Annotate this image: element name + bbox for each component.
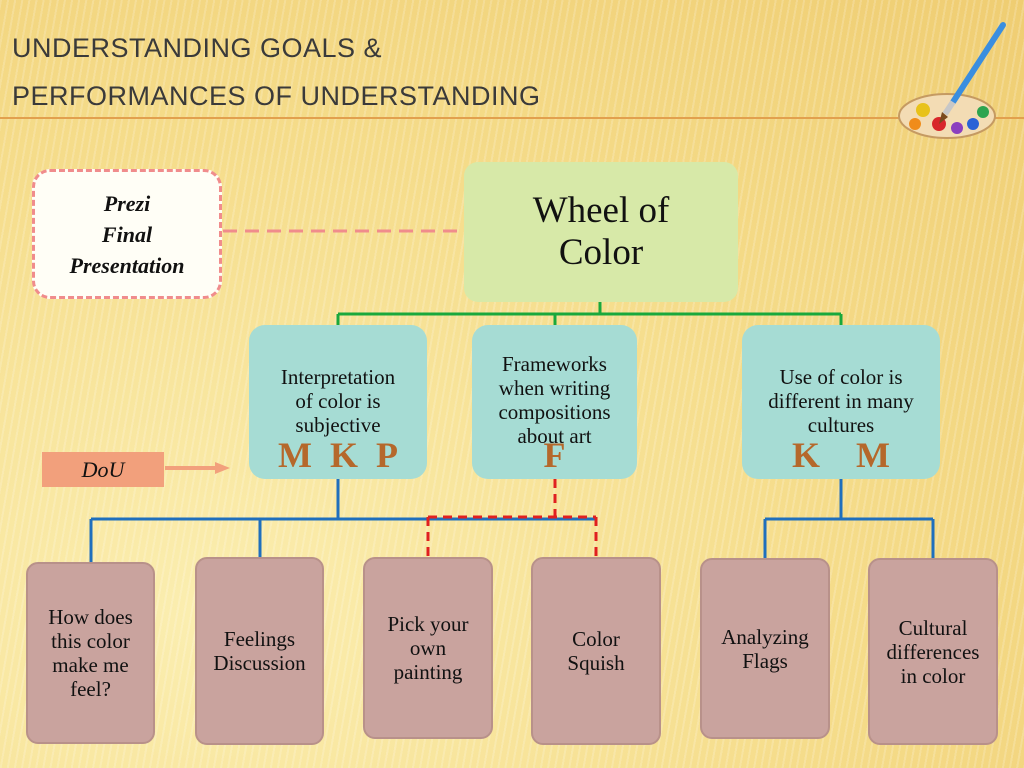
goal-node-1: Interpretation of color is subjective M … [249, 325, 427, 479]
goal-2-tags: F [543, 435, 566, 475]
performance-4-line-2: Squish [567, 651, 625, 675]
performance-node-5: Analyzing Flags [700, 558, 830, 739]
left-goal-connectors [89, 479, 596, 562]
root-line-1: Wheel of [532, 190, 670, 231]
goal-1-line-3: subjective [295, 413, 381, 437]
goal-3-line-3: cultures [807, 413, 875, 437]
dou-label: DoU [42, 452, 164, 487]
root-node-wheel-of-color: Wheel of Color [464, 162, 738, 302]
middle-goal-connectors [426, 479, 598, 557]
goal-1-line-2: of color is [295, 389, 381, 413]
title-line-2: PERFORMANCES OF UNDERSTANDING [12, 81, 541, 111]
performance-node-4: Color Squish [531, 557, 661, 745]
goal-2-line-1: Frameworks [502, 352, 607, 376]
performance-5-line-1: Analyzing [721, 624, 809, 649]
performance-5-line-2: Flags [742, 648, 788, 673]
side-note-line-1: Prezi [103, 190, 151, 216]
performance-3-line-2: own [409, 636, 447, 660]
performance-1-line-3: make me [52, 653, 129, 677]
right-goal-connectors [763, 479, 935, 558]
performance-1-line-4: feel? [70, 677, 111, 701]
goal-node-2: Frameworks when writing compositions abo… [472, 325, 637, 479]
paint-palette-icon [898, 22, 1006, 139]
performance-node-3: Pick your own painting [363, 557, 493, 739]
goal-node-3: Use of color is different in many cultur… [742, 325, 940, 479]
performance-node-2: Feelings Discussion [195, 557, 324, 745]
side-note-prezi: Prezi Final Presentation [32, 169, 222, 299]
root-line-2: Color [558, 232, 644, 273]
performance-6-line-2: differences [886, 639, 980, 664]
goal-2-line-3: compositions [498, 400, 611, 424]
performance-2-line-1: Feelings [223, 627, 296, 651]
side-note-line-2: Final [101, 221, 153, 247]
performance-1-line-1: How does [48, 605, 133, 629]
performance-node-6: Cultural differences in color [868, 558, 998, 745]
performance-2-line-2: Discussion [213, 651, 306, 675]
title-divider [0, 117, 1024, 119]
performance-3-line-3: painting [393, 660, 463, 684]
page-title: UNDERSTANDING GOALS & PERFORMANCES OF UN… [12, 24, 541, 120]
performance-3-line-1: Pick your [387, 612, 469, 636]
goal-3-line-1: Use of color is [779, 365, 903, 389]
goal-3-line-2: different in many [768, 389, 914, 413]
goal-1-tags: M K P [278, 435, 398, 475]
goal-1-line-1: Interpretation [280, 365, 396, 389]
dou-arrow-icon [165, 462, 230, 474]
performance-node-1: How does this color make me feel? [26, 562, 155, 744]
performance-4-line-1: Color [572, 627, 620, 651]
side-note-line-3: Presentation [69, 252, 185, 278]
root-connectors [336, 302, 843, 325]
goal-2-line-2: when writing [498, 376, 611, 400]
goal-3-tags: K M [792, 435, 890, 475]
performance-6-line-1: Cultural [898, 615, 968, 640]
performance-6-line-3: in color [900, 663, 966, 688]
performance-1-line-2: this color [51, 629, 130, 653]
goal-2-line-4: about art [517, 424, 592, 448]
title-line-1: UNDERSTANDING GOALS & [12, 33, 383, 63]
